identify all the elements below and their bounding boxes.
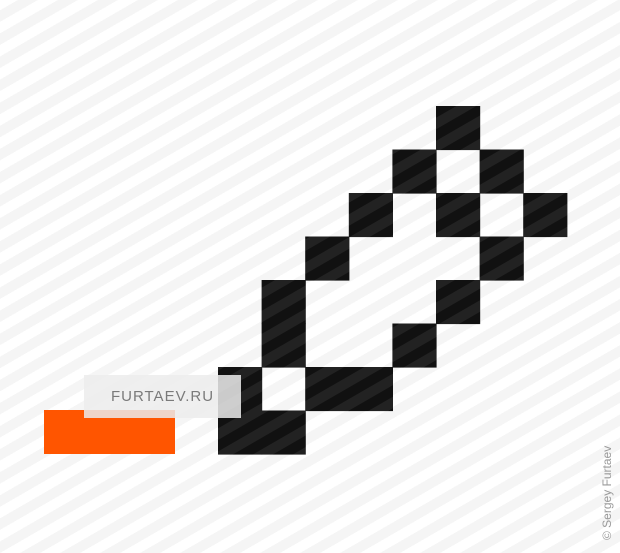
pen-pixel <box>261 410 306 455</box>
pen-pixel <box>436 280 481 325</box>
pen-pixel <box>348 367 393 412</box>
pen-pixel <box>479 236 524 281</box>
pen-pixel <box>261 323 306 368</box>
pen-pixel <box>305 236 350 281</box>
pen-pixel <box>436 106 481 151</box>
pen-pixel <box>436 193 481 238</box>
pen-pixel <box>392 323 437 368</box>
pen-pixel <box>348 193 393 238</box>
watermark-label: FURTAEV.RU <box>84 375 241 418</box>
pen-pixel <box>523 193 568 238</box>
pen-pixel <box>261 280 306 325</box>
pen-pixel <box>479 149 524 194</box>
copyright-text: © Sergey Furtaev <box>600 445 614 540</box>
pen-pixel <box>392 149 437 194</box>
pen-pixel <box>305 367 350 412</box>
